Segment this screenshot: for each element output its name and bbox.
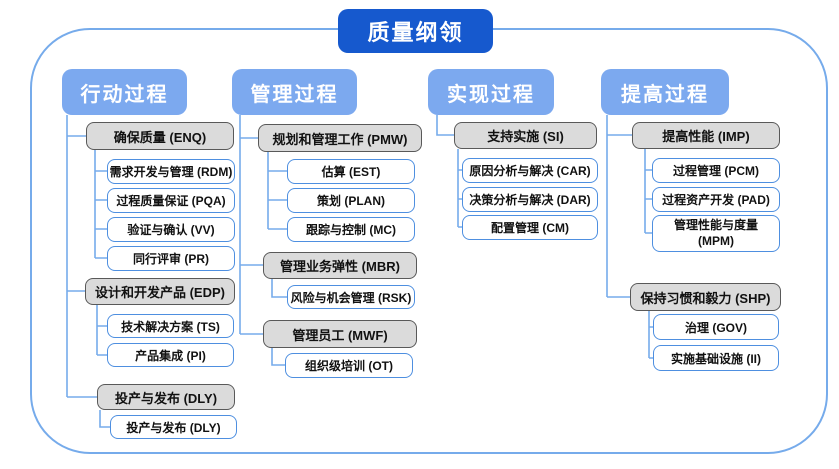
child-node-cm[interactable]: 配置管理 (CM) <box>462 215 598 240</box>
group-node-pmw[interactable]: 规划和管理工作 (PMW) <box>258 124 422 152</box>
child-node-plan[interactable]: 策划 (PLAN) <box>287 188 415 213</box>
child-node-pcm[interactable]: 过程管理 (PCM) <box>652 158 780 183</box>
branch-header-management-process[interactable]: 管理过程 <box>232 69 357 115</box>
child-node-gov[interactable]: 治理 (GOV) <box>653 314 779 340</box>
child-node-vv[interactable]: 验证与确认 (VV) <box>107 217 235 242</box>
branch-header-action-process[interactable]: 行动过程 <box>62 69 187 115</box>
child-node-pi[interactable]: 产品集成 (PI) <box>107 343 234 367</box>
child-node-pqa[interactable]: 过程质量保证 (PQA) <box>107 188 235 213</box>
group-node-mwf[interactable]: 管理员工 (MWF) <box>263 320 417 348</box>
child-node-dly[interactable]: 投产与发布 (DLY) <box>110 415 237 439</box>
child-node-rsk[interactable]: 风险与机会管理 (RSK) <box>287 285 415 309</box>
child-node-mpm[interactable]: 管理性能与度量 (MPM) <box>652 215 780 252</box>
branch-header-realization-process[interactable]: 实现过程 <box>428 69 554 115</box>
child-node-est[interactable]: 估算 (EST) <box>287 159 415 184</box>
child-node-pr[interactable]: 同行评审 (PR) <box>107 246 235 271</box>
child-node-mc[interactable]: 跟踪与控制 (MC) <box>287 217 415 242</box>
group-node-enq[interactable]: 确保质量 (ENQ) <box>86 122 234 150</box>
child-node-pad[interactable]: 过程资产开发 (PAD) <box>652 187 780 212</box>
root-node-title[interactable]: 质量纲领 <box>338 9 493 53</box>
child-node-car[interactable]: 原因分析与解决 (CAR) <box>462 158 598 183</box>
child-node-ii[interactable]: 实施基础设施 (II) <box>653 345 779 371</box>
group-node-mbr[interactable]: 管理业务弹性 (MBR) <box>263 252 417 279</box>
group-node-si[interactable]: 支持实施 (SI) <box>454 122 597 149</box>
child-node-ot[interactable]: 组织级培训 (OT) <box>285 353 413 378</box>
child-node-dar[interactable]: 决策分析与解决 (DAR) <box>462 187 598 212</box>
group-node-imp[interactable]: 提高性能 (IMP) <box>632 122 780 149</box>
group-node-edp[interactable]: 设计和开发产品 (EDP) <box>85 278 235 305</box>
child-node-rdm[interactable]: 需求开发与管理 (RDM) <box>107 159 235 184</box>
group-node-dly[interactable]: 投产与发布 (DLY) <box>97 384 235 410</box>
child-node-ts[interactable]: 技术解决方案 (TS) <box>107 314 234 338</box>
group-node-shp[interactable]: 保持习惯和毅力 (SHP) <box>630 283 781 311</box>
branch-header-improvement-process[interactable]: 提高过程 <box>601 69 729 115</box>
